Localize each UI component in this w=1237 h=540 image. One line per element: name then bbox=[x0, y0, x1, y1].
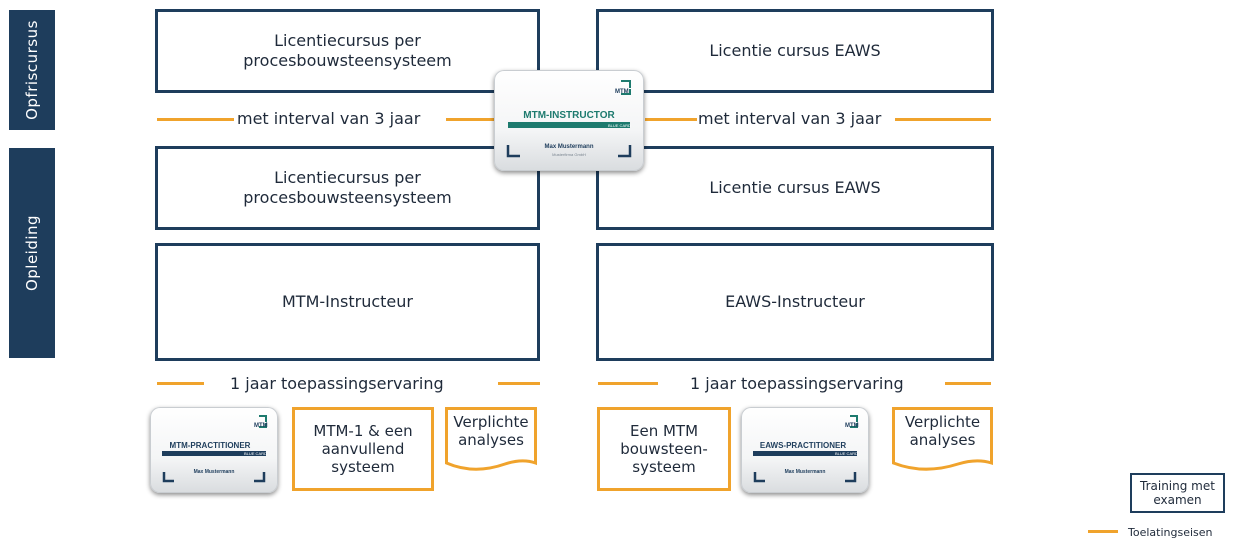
mtm-instructor-title: MTM-INSTRUCTOR bbox=[523, 110, 615, 121]
right-experience-line-2 bbox=[945, 382, 991, 385]
legend-training-label: Training met examen bbox=[1140, 479, 1215, 507]
right-refresher-course-label: Licentie cursus EAWS bbox=[709, 41, 881, 60]
mtm-instructor-certificate: MTM MTM-INSTRUCTOR BLUE CARD Max Musterm… bbox=[494, 70, 644, 171]
eaws-practitioner-bar-text: BLUE CARD bbox=[835, 451, 858, 456]
card-corner-bottom-right bbox=[618, 145, 632, 158]
left-interval-line-1 bbox=[157, 118, 234, 121]
legend-requirements-line bbox=[1088, 530, 1118, 533]
eaws-practitioner-certificate: MTM EAWS-PRACTITIONER BLUE CARD Max Must… bbox=[741, 407, 869, 493]
right-requirement-systems-label: Een MTM bouwsteen-systeem bbox=[620, 422, 708, 476]
mtm-practitioner-bar-text: BLUE CARD bbox=[244, 451, 267, 456]
mtm-instructor-bar bbox=[508, 122, 630, 128]
legend-requirements-label: Toelatingseisen bbox=[1128, 526, 1213, 539]
side-tab-refresher: Opfriscursus bbox=[9, 10, 55, 130]
card-corner-bottom-left bbox=[506, 145, 520, 158]
left-requirement-analyses-label: Verplichte analyses bbox=[453, 413, 529, 449]
left-requirement-systems-label: MTM-1 & een aanvullend systeem bbox=[313, 422, 413, 476]
right-instructor-label: EAWS-Instructeur bbox=[725, 292, 865, 311]
left-refresher-course-label: Licentiecursus per procesbouwsteensystee… bbox=[243, 31, 452, 70]
left-experience-line-1 bbox=[157, 382, 204, 385]
left-refresher-course-box: Licentiecursus per procesbouwsteensystee… bbox=[155, 9, 540, 93]
document-wave bbox=[892, 457, 993, 471]
right-experience-line-1 bbox=[598, 382, 658, 385]
right-interval-text: met interval van 3 jaar bbox=[698, 109, 882, 128]
left-instructor-label: MTM-Instructeur bbox=[282, 292, 413, 311]
right-instructor-box: EAWS-Instructeur bbox=[596, 243, 994, 361]
mtm-practitioner-bar bbox=[162, 451, 266, 456]
mtm-practitioner-title: MTM-PRACTITIONER bbox=[169, 441, 251, 450]
right-interval-line-1 bbox=[645, 118, 697, 121]
card-corner-bottom-left bbox=[753, 472, 765, 483]
right-license-course-label: Licentie cursus EAWS bbox=[709, 178, 881, 197]
mtm-practitioner-name: Max Mustermann bbox=[193, 469, 235, 475]
document-wave bbox=[445, 457, 537, 471]
eaws-practitioner-title: EAWS-PRACTITIONER bbox=[759, 441, 847, 450]
right-requirement-analyses-doc: Verplichte analyses bbox=[892, 407, 993, 471]
right-requirement-systems-box: Een MTM bouwsteen-systeem bbox=[597, 407, 731, 491]
left-experience-line-2 bbox=[498, 382, 540, 385]
legend-training-box: Training met examen bbox=[1130, 473, 1225, 513]
mtm-instructor-name: Max Mustermann bbox=[544, 144, 594, 150]
side-tab-training: Opleiding bbox=[9, 148, 55, 358]
right-license-course-box: Licentie cursus EAWS bbox=[596, 146, 994, 230]
left-license-course-box: Licentiecursus per procesbouwsteensystee… bbox=[155, 146, 540, 230]
card-corner-top-right bbox=[850, 415, 858, 428]
eaws-practitioner-name: Max Mustermann bbox=[784, 469, 826, 475]
right-refresher-course-box: Licentie cursus EAWS bbox=[596, 9, 994, 93]
card-corner-top-right bbox=[621, 80, 631, 95]
side-tab-training-label: Opleiding bbox=[23, 214, 42, 292]
mtm-instructor-bar-text: BLUE CARD bbox=[608, 123, 631, 128]
mtm-logo: MTM bbox=[254, 423, 268, 429]
mtm-logo: MTM bbox=[615, 89, 629, 95]
mtm-logo: MTM bbox=[845, 423, 859, 429]
right-experience-text: 1 jaar toepassingservaring bbox=[690, 374, 904, 393]
left-interval-line-2 bbox=[446, 118, 496, 121]
mtm-instructor-company: Musterfirma GmbH bbox=[552, 152, 586, 157]
side-tab-refresher-label: Opfriscursus bbox=[23, 20, 42, 120]
card-corner-bottom-right bbox=[845, 472, 857, 483]
card-corner-bottom-right bbox=[254, 472, 266, 483]
left-instructor-box: MTM-Instructeur bbox=[155, 243, 540, 361]
card-corner-top-right bbox=[259, 415, 267, 428]
left-experience-text: 1 jaar toepassingservaring bbox=[230, 374, 444, 393]
left-interval-text: met interval van 3 jaar bbox=[237, 109, 421, 128]
left-requirement-analyses-doc: Verplichte analyses bbox=[445, 407, 537, 471]
mtm-practitioner-certificate: MTM MTM-PRACTITIONER BLUE CARD Max Muste… bbox=[150, 407, 278, 493]
left-requirement-systems-box: MTM-1 & een aanvullend systeem bbox=[292, 407, 434, 491]
eaws-practitioner-bar bbox=[753, 451, 857, 456]
right-interval-line-2 bbox=[895, 118, 991, 121]
right-requirement-analyses-label: Verplichte analyses bbox=[904, 413, 981, 449]
left-license-course-label: Licentiecursus per procesbouwsteensystee… bbox=[243, 168, 452, 207]
card-corner-bottom-left bbox=[162, 472, 174, 483]
